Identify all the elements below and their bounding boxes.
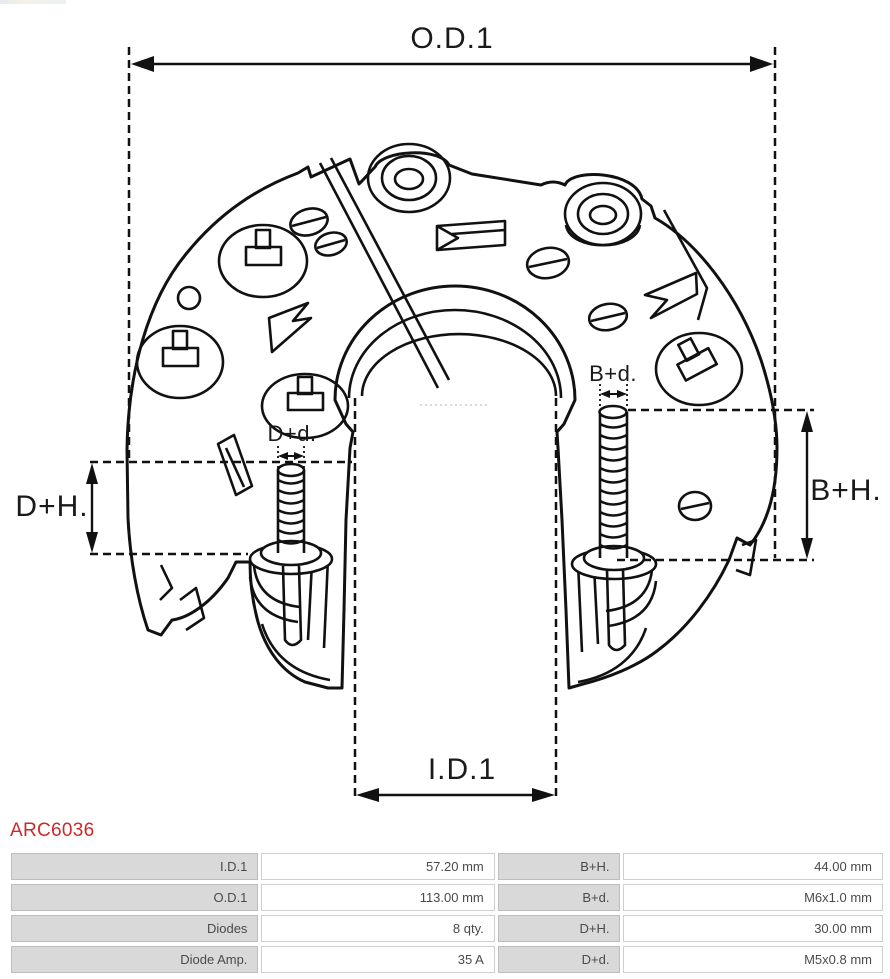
- spec-value: M6x1.0 mm: [623, 884, 883, 911]
- stamped-pointers: [267, 271, 699, 354]
- od1-label: O.D.1: [410, 22, 493, 55]
- spec-value: 57.20 mm: [261, 853, 495, 880]
- slanted-bar: [216, 433, 254, 497]
- slotted-holes: [176, 207, 713, 522]
- spec-label: Diode Amp.: [11, 946, 259, 973]
- spec-label: D+d.: [497, 946, 621, 973]
- spec-label: O.D.1: [11, 884, 259, 911]
- spec-label: B+H.: [497, 853, 621, 880]
- logo-fragment: [0, 0, 66, 4]
- bph-dimension: B+H.: [801, 411, 882, 559]
- bpd-label: B+d.: [589, 361, 637, 386]
- part-code: ARC6036: [10, 820, 95, 841]
- stud-left: [248, 462, 334, 647]
- dpd-dimension: D+d.: [267, 421, 316, 472]
- table-row: Diodes 8 qty. D+H. 30.00 mm: [11, 915, 883, 942]
- bpd-dimension: B+d.: [589, 361, 637, 408]
- spec-label: D+H.: [497, 915, 621, 942]
- bph-label: B+H.: [810, 474, 882, 507]
- body-details: [135, 142, 758, 684]
- spec-label: B+d.: [497, 884, 621, 911]
- diode-pads: [135, 223, 744, 440]
- collar-arc-inner: [360, 332, 558, 397]
- boss-top-left: [366, 142, 452, 214]
- rectifier-drawing: O.D.1: [15, 22, 882, 802]
- boss-top-right: [563, 181, 643, 247]
- spec-value: 113.00 mm: [261, 884, 495, 911]
- spec-table: I.D.1 57.20 mm B+H. 44.00 mm O.D.1 113.0…: [8, 849, 886, 977]
- spec-value: 35 A: [261, 946, 495, 973]
- table-row: I.D.1 57.20 mm B+H. 44.00 mm: [11, 853, 883, 880]
- spec-label: Diodes: [11, 915, 259, 942]
- od1-arrowheads: [131, 56, 773, 72]
- stud-right: [570, 404, 658, 652]
- spec-label: I.D.1: [11, 853, 259, 880]
- spec-value: 44.00 mm: [623, 853, 883, 880]
- spec-value: M5x0.8 mm: [623, 946, 883, 973]
- id1-dimension: I.D.1: [356, 753, 555, 802]
- flag-terminal: [435, 219, 507, 252]
- feet-details: [159, 538, 758, 684]
- dph-label: D+H.: [15, 490, 88, 523]
- spec-value: 30.00 mm: [623, 915, 883, 942]
- id1-label: I.D.1: [428, 753, 496, 786]
- dph-dimension: D+H.: [15, 463, 98, 553]
- extension-lines: [90, 47, 814, 800]
- spec-value: 8 qty.: [261, 915, 495, 942]
- collar-arc-middle: [347, 308, 563, 399]
- table-row: Diode Amp. 35 A D+d. M5x0.8 mm: [11, 946, 883, 973]
- dpd-label: D+d.: [267, 421, 316, 446]
- table-row: O.D.1 113.00 mm B+d. M6x1.0 mm: [11, 884, 883, 911]
